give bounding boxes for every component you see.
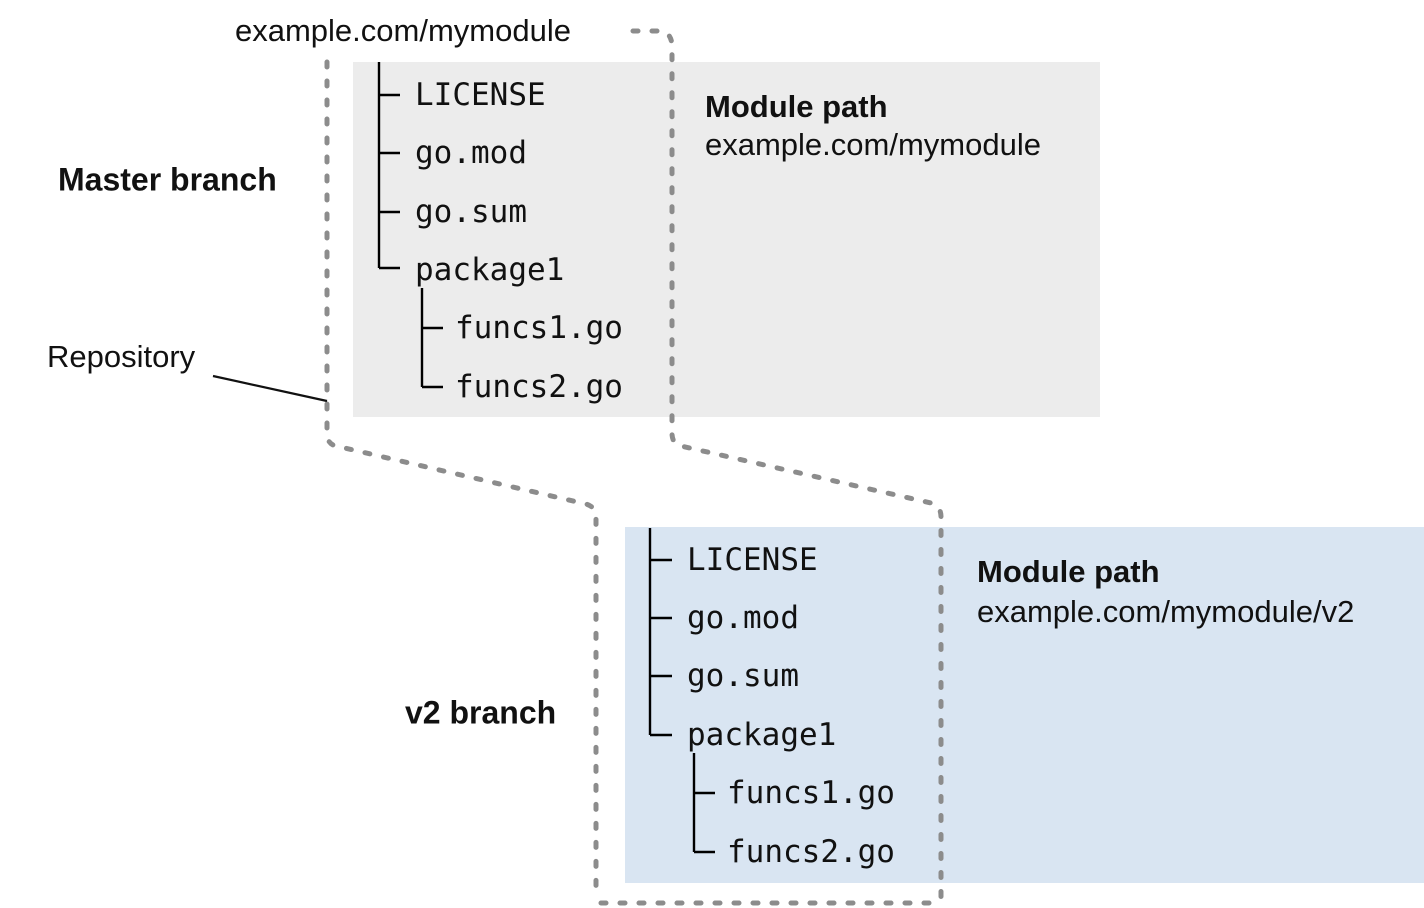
v2-module-path-title: Module path (977, 553, 1160, 589)
tree-item-license: LICENSE (687, 541, 818, 578)
tree-item-go-sum: go.sum (415, 193, 527, 230)
tree-item-license: LICENSE (415, 76, 546, 113)
master-branch-label: Master branch (58, 161, 277, 198)
tree-item-funcs2: funcs2.go (455, 368, 623, 405)
tree-item-go-mod: go.mod (415, 134, 527, 171)
tree-item-package1: package1 (415, 251, 565, 288)
tree-item-go-sum: go.sum (687, 657, 799, 694)
v2-branch-label: v2 branch (405, 694, 557, 731)
tree-item-funcs1: funcs1.go (727, 774, 895, 811)
tree-item-package1: package1 (687, 716, 837, 753)
tree-item-funcs1: funcs1.go (455, 309, 623, 346)
repository-url-label: example.com/mymodule (235, 12, 571, 48)
repository-annotation-label: Repository (47, 338, 196, 374)
tree-item-go-mod: go.mod (687, 599, 799, 636)
master-module-path-value: example.com/mymodule (705, 126, 1041, 162)
v2-module-path-value: example.com/mymodule/v2 (977, 593, 1355, 629)
repository-annotation-pointer-line (212, 374, 328, 403)
tree-item-funcs2: funcs2.go (727, 833, 895, 870)
master-module-path-title: Module path (705, 88, 888, 124)
